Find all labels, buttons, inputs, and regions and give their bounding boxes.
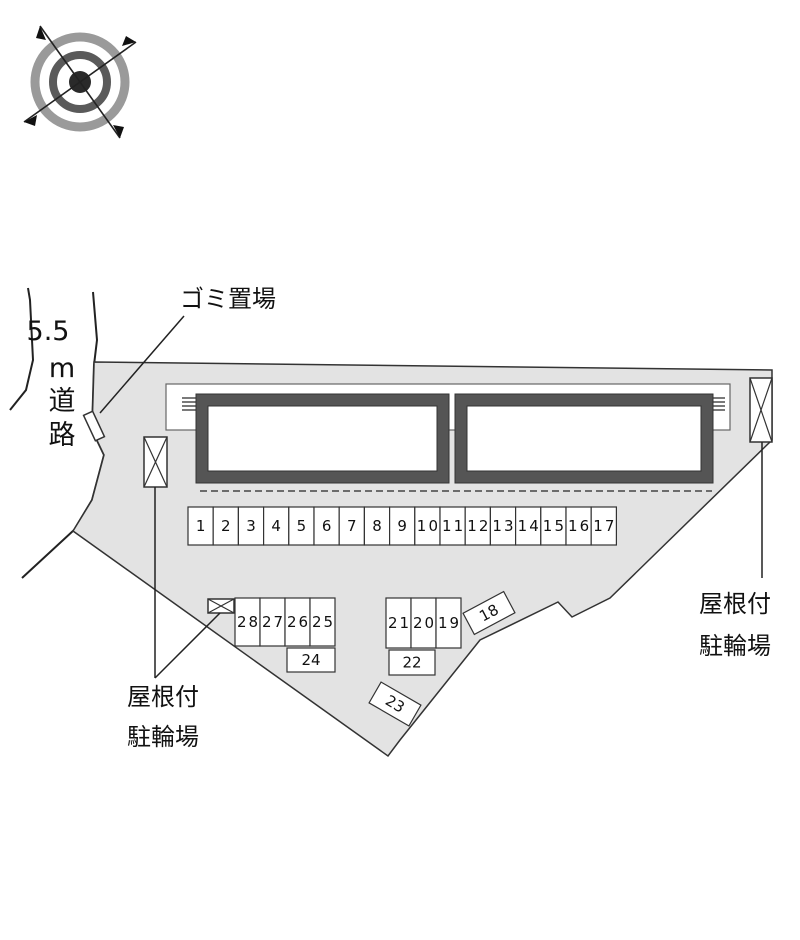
road-name-char-1: 道 — [49, 386, 76, 417]
building — [165, 383, 731, 492]
parking-space-outline — [410, 597, 437, 649]
parking-space: 27 — [259, 597, 286, 647]
bike-shelter-icon — [143, 436, 168, 488]
bike-shelter-icon — [749, 377, 773, 443]
parking-space-outline — [435, 597, 462, 649]
parking-space: 16 — [565, 506, 592, 546]
parking-space-outline — [187, 506, 214, 546]
parking-space-number: 20 — [413, 614, 434, 632]
parking-space: 24 — [286, 647, 336, 673]
parking-space-number: 2 — [221, 517, 231, 535]
bike-shelter-label-left-line2: 駐輪場 — [127, 723, 199, 751]
parking-space: 6 — [313, 506, 340, 546]
bike-shelter-label-left-line1: 屋根付 — [127, 683, 199, 711]
parking-space-number: 1 — [196, 517, 206, 535]
garbage-leader-line — [99, 315, 185, 414]
parking-space: 1 — [187, 506, 214, 546]
parking-space-number: 4 — [271, 517, 281, 535]
parking-space: 14 — [514, 506, 542, 546]
parking-space-number: 21 — [388, 614, 409, 632]
parking-space: 13 — [489, 506, 517, 546]
parking-space-number: 5 — [297, 517, 307, 535]
stairs-icon — [182, 397, 196, 411]
bike-shelter-icon — [207, 598, 235, 614]
parking-space-outline — [288, 506, 315, 546]
parking-space-number: 25 — [312, 613, 333, 631]
parking-space: 22 — [388, 649, 436, 676]
parking-space: 18 — [462, 590, 516, 636]
parking-space-outline — [363, 506, 391, 546]
parking-space-outline — [309, 597, 336, 647]
parking-space: 20 — [410, 597, 437, 649]
parking-space: 10 — [414, 506, 441, 546]
parking-space-outline — [462, 590, 516, 636]
parking-space-outline — [514, 506, 542, 546]
parking-space-outline — [388, 649, 436, 676]
parking-space-outline — [389, 506, 416, 546]
parking-space: 26 — [284, 597, 311, 647]
parking-space: 28 — [234, 597, 261, 647]
parking-space: 25 — [309, 597, 336, 647]
bike-shelter-label-right-line2: 駐輪場 — [699, 632, 771, 660]
parking-space-number: 19 — [438, 614, 459, 632]
parking-space-number: 9 — [397, 517, 407, 535]
parking-space-number: 3 — [246, 517, 256, 535]
compass-icon — [23, 25, 137, 139]
parking-space: 7 — [338, 506, 366, 546]
stairs-icon — [713, 397, 725, 411]
parking-space: 4 — [263, 506, 290, 546]
parking-space-outline — [368, 681, 422, 727]
road-width-unit: m — [49, 353, 75, 384]
parking-space: 11 — [439, 506, 466, 546]
parking-space-number: 24 — [301, 651, 320, 669]
parking-space-outline — [286, 647, 336, 673]
parking-space-outline — [590, 506, 618, 546]
parking-space-number: 7 — [347, 517, 357, 535]
garbage-area-label: ゴミ置場 — [180, 285, 276, 313]
parking-space-number: 6 — [322, 517, 332, 535]
leader-lines — [154, 442, 763, 679]
parking-space: 3 — [237, 506, 265, 546]
parking-space-number: 8 — [372, 517, 382, 535]
parking-space: 8 — [363, 506, 391, 546]
parking-space: 12 — [464, 506, 492, 546]
garbage-icon — [82, 410, 106, 442]
parking-space-outline — [313, 506, 340, 546]
parking-space-number: 22 — [402, 654, 421, 672]
road-width-label: 5.5 — [27, 316, 70, 347]
parking-space-number: 28 — [237, 613, 258, 631]
parking-space: 19 — [435, 597, 462, 649]
parking-space: 17 — [590, 506, 618, 546]
parking-space-outline — [263, 506, 290, 546]
parking-space-outline — [414, 506, 441, 546]
parking-space-number: 27 — [262, 613, 283, 631]
parking-space-number: 26 — [287, 613, 308, 631]
parking-space: 23 — [368, 681, 422, 727]
parking-space: 2 — [212, 506, 239, 546]
parking-space-outline — [439, 506, 466, 546]
parking-space: 15 — [540, 506, 567, 546]
bike-shelter-label-right-line1: 屋根付 — [699, 590, 771, 618]
parking-space: 21 — [385, 597, 412, 649]
parking-space-outline — [284, 597, 311, 647]
road-name-char-2: 路 — [49, 420, 76, 451]
parking-space: 5 — [288, 506, 315, 546]
parking-space: 9 — [389, 506, 416, 546]
